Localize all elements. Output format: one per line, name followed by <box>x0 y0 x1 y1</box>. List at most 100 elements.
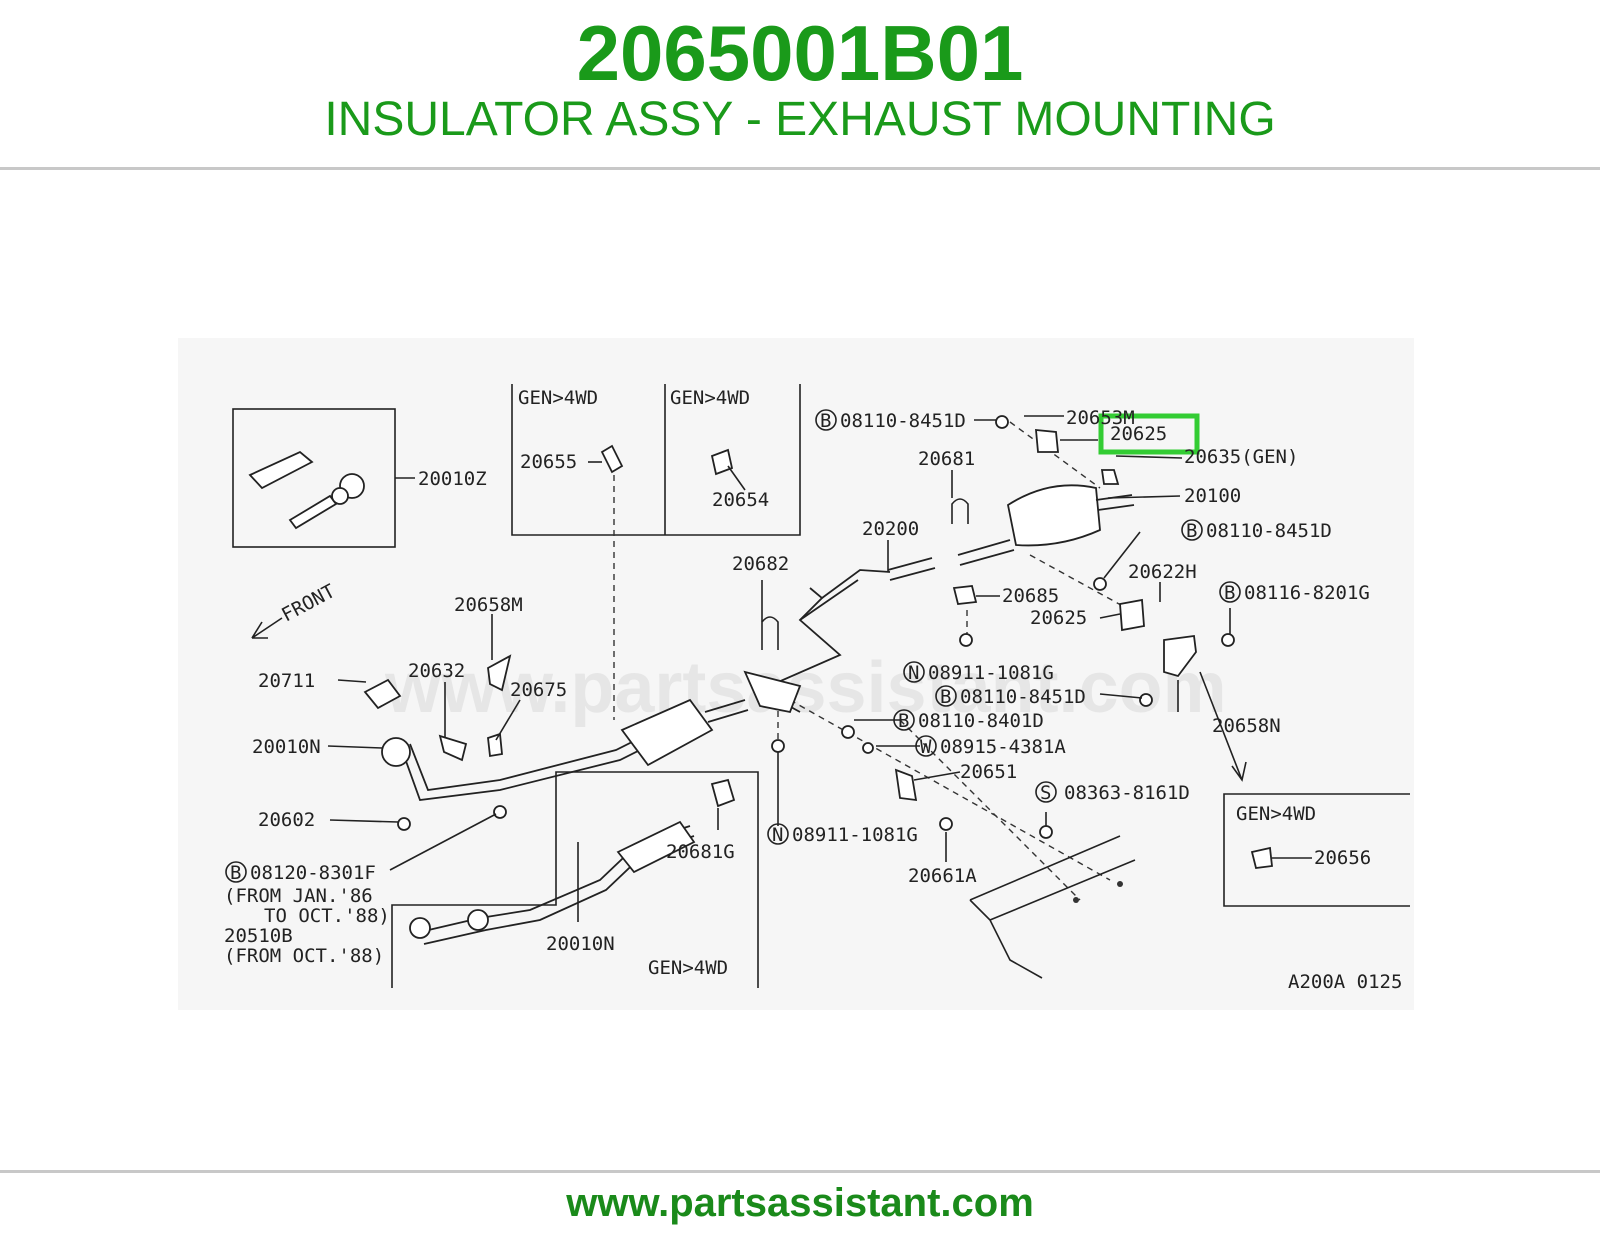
circle-letter-n: N <box>772 824 783 846</box>
label-20681: 20681 <box>918 448 975 470</box>
bolt-08110-mid <box>1093 577 1107 591</box>
bracket-20655 <box>600 444 624 474</box>
label-20711: 20711 <box>258 670 315 692</box>
label-20656: 20656 <box>1314 847 1371 869</box>
label-20658n: 20658N <box>1212 715 1281 737</box>
label-from-jan86: (FROM JAN.'86 <box>224 885 373 907</box>
label-20010n-lower: 20010N <box>546 933 615 955</box>
label-08363-8161d: 08363-8161D <box>1064 782 1190 804</box>
page-header: 2065001B01 INSULATOR ASSY - EXHAUST MOUN… <box>0 0 1600 168</box>
label-08915-4381a: 08915-4381A <box>940 736 1066 758</box>
gen-4wd-inset-frame <box>1223 793 1410 907</box>
label-20200: 20200 <box>862 518 919 540</box>
bolt-08120 <box>493 805 507 819</box>
label-20681g: 20681G <box>666 841 735 863</box>
circle-letter-n: N <box>908 662 919 684</box>
label-20658m: 20658M <box>454 594 523 616</box>
label-08911-1081g-b: 08911-1081G <box>792 824 918 846</box>
nut-08911-a <box>959 633 973 647</box>
footer-website-link[interactable]: www.partsassistant.com <box>566 1181 1034 1225</box>
circle-letter-b: B <box>940 686 951 708</box>
bolt-08116 <box>1221 633 1235 647</box>
leader-lines <box>327 415 1231 922</box>
bracket-20635 <box>1100 469 1120 485</box>
watermark: www.partsassistant.com <box>384 648 1227 728</box>
gasket-20711 <box>363 678 402 710</box>
label-to-oct88: TO OCT.'88) <box>264 905 390 927</box>
label-20653m: 20653M <box>1066 407 1135 429</box>
label-20010z: 20010Z <box>418 468 487 490</box>
label-20654: 20654 <box>712 489 769 511</box>
gen-4wd-frame-top <box>511 384 801 536</box>
circle-letter-b: B <box>1186 520 1197 542</box>
insulator-20651 <box>894 768 918 802</box>
label-08110-8401d: 08110-8401D <box>918 710 1044 732</box>
insulator-20625-mid <box>1119 598 1145 632</box>
bolt-08363 <box>1039 825 1053 839</box>
label-08110-8451d-low: 08110-8451D <box>960 686 1086 708</box>
kit-parts-drawing <box>248 450 365 530</box>
bolt-20661a <box>939 817 953 831</box>
highlight-box <box>1098 413 1200 455</box>
label-gen-4wd-b: GEN>4WD <box>670 387 750 409</box>
bolt-08110-8401d <box>841 725 855 739</box>
u-bolt-20681 <box>951 498 969 524</box>
circle-letter-b: B <box>898 710 909 732</box>
circle-letter-b: B <box>230 862 241 884</box>
label-20685: 20685 <box>1002 585 1059 607</box>
label-08911-1081g-a: 08911-1081G <box>928 662 1054 684</box>
bracket-20632 <box>438 734 468 762</box>
label-20010n: 20010N <box>252 736 321 758</box>
label-20675: 20675 <box>510 679 567 701</box>
label-20655: 20655 <box>520 451 577 473</box>
hanger-bracket-20682 <box>743 670 802 714</box>
bolt-08110-low <box>1139 693 1153 707</box>
label-20632: 20632 <box>408 660 465 682</box>
insulator-20625-top <box>1035 428 1059 453</box>
bracket-20654 <box>710 448 734 476</box>
washer-08915 <box>862 742 874 754</box>
part-name-subtitle: INSULATOR ASSY - EXHAUST MOUNTING <box>324 93 1276 146</box>
label-20622h: 20622H <box>1128 561 1197 583</box>
label-diagram-code: A200A 0125 <box>1288 971 1402 993</box>
nut-20602 <box>397 817 411 831</box>
circle-letter-w: W <box>920 736 932 758</box>
center-muffler <box>620 698 714 767</box>
label-20682: 20682 <box>732 553 789 575</box>
label-20625-highlighted: 20625 <box>1110 423 1167 445</box>
label-20651: 20651 <box>960 761 1017 783</box>
label-gen-4wd-d: GEN>4WD <box>1236 803 1316 825</box>
gen-4wd-lower-frame <box>391 771 759 988</box>
inset-arrow-icon <box>1199 671 1247 782</box>
front-arrow-icon <box>251 617 283 639</box>
gasket-20681g <box>710 778 736 808</box>
part-number-title: 2065001B01 <box>576 9 1024 97</box>
circle-letter-b: B <box>1224 582 1235 604</box>
label-08120-8301f: 08120-8301F <box>250 862 376 884</box>
label-gen-4wd-c: GEN>4WD <box>648 957 728 979</box>
flange-20010n <box>381 737 411 767</box>
mount-20675 <box>487 732 503 758</box>
label-from-oct88: (FROM OCT.'88) <box>224 945 384 967</box>
top-divider <box>0 167 1600 170</box>
circle-letter-s: S <box>1040 782 1051 804</box>
label-20510b: 20510B <box>224 925 293 947</box>
bracket-20658m <box>487 654 512 692</box>
pre-muffler-lower <box>616 820 696 874</box>
label-20602: 20602 <box>258 809 315 831</box>
front-pipe <box>401 739 661 801</box>
label-08110-8451d-mid: 08110-8451D <box>1206 520 1332 542</box>
label-20625: 20625 <box>1030 607 1087 629</box>
label-08110-8451d-top: 08110-8451D <box>840 410 966 432</box>
label-gen-4wd-a: GEN>4WD <box>518 387 598 409</box>
bolt-08110-top <box>995 415 1009 429</box>
bottom-divider <box>0 1170 1600 1173</box>
rear-muffler-20100 <box>1006 484 1101 547</box>
bracket-20685 <box>952 585 978 605</box>
bracket-20656 <box>1250 846 1273 869</box>
label-20100: 20100 <box>1184 485 1241 507</box>
label-20661a: 20661A <box>908 865 977 887</box>
label-20635: 20635(GEN) <box>1184 446 1298 468</box>
body-panel <box>969 835 1136 979</box>
